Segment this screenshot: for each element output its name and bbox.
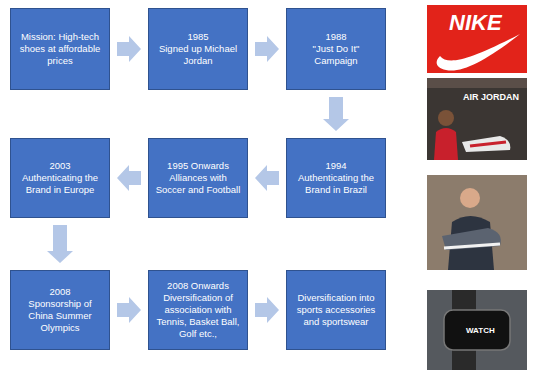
box-text: Diversification of association with Tenn…	[155, 292, 241, 340]
box-text: Signed up Michael Jordan	[155, 43, 241, 67]
photo-ground	[427, 290, 527, 370]
year-heading: 1994	[325, 160, 346, 172]
box-text: "Just Do It" Campaign	[293, 43, 379, 67]
year-heading: 1985	[187, 31, 208, 43]
block-arrow	[255, 297, 279, 323]
box-text: Alliances with Soccer and Football	[155, 172, 241, 196]
process-box: Mission: High-tech shoes at affordable p…	[10, 8, 110, 90]
process-box: 1995 OnwardsAlliances with Soccer and Fo…	[148, 138, 248, 218]
photo-text: AIR JORDAN	[463, 92, 519, 102]
box-text: Sponsorship of China Summer Olympics	[17, 298, 103, 334]
block-arrow	[255, 165, 279, 191]
process-box: 1994Authenticating the Brand in Brazil	[286, 138, 386, 218]
block-arrow	[47, 225, 73, 263]
player-jersey	[434, 128, 458, 160]
process-box: 1988"Just Do It" Campaign	[286, 8, 386, 90]
sneaker-stripe	[470, 142, 506, 146]
logo-tile	[427, 5, 527, 73]
box-text: Mission: High-tech shoes at affordable p…	[17, 31, 103, 67]
shoe	[442, 228, 501, 250]
process-box: 2008Sponsorship of China Summer Olympics	[10, 270, 110, 350]
block-arrow	[323, 97, 349, 131]
photo-ground	[427, 78, 527, 160]
block-arrow	[117, 36, 141, 62]
year-heading: 1988	[325, 31, 346, 43]
sneaker	[462, 136, 510, 152]
year-heading: 2008 Onwards	[167, 280, 229, 292]
shoe-sole	[444, 244, 500, 248]
block-arrow	[117, 297, 141, 323]
box-text: Diversification into sports accessories …	[293, 292, 379, 328]
player-head	[438, 110, 454, 126]
photo-wall	[427, 78, 527, 88]
photo-text: WATCH	[466, 326, 495, 335]
box-text: Authenticating the Brand in Brazil	[293, 172, 379, 196]
watch-face	[444, 310, 510, 350]
box-text: Authenticating the Brand in Europe	[17, 172, 103, 196]
person-head	[460, 188, 480, 208]
process-box: 2003Authenticating the Brand in Europe	[10, 138, 110, 218]
year-heading: 1995 Onwards	[167, 160, 229, 172]
process-box: 1985Signed up Michael Jordan	[148, 8, 248, 90]
photo-ground	[427, 175, 527, 270]
block-arrow	[117, 165, 141, 191]
process-box: 2008 OnwardsDiversification of associati…	[148, 270, 248, 350]
year-heading: 2003	[49, 160, 70, 172]
year-heading: 2008	[49, 286, 70, 298]
swoosh	[437, 34, 520, 71]
block-arrow	[255, 36, 279, 62]
process-box: Diversification into sports accessories …	[286, 270, 386, 350]
logo-text: NIKE	[449, 10, 502, 36]
